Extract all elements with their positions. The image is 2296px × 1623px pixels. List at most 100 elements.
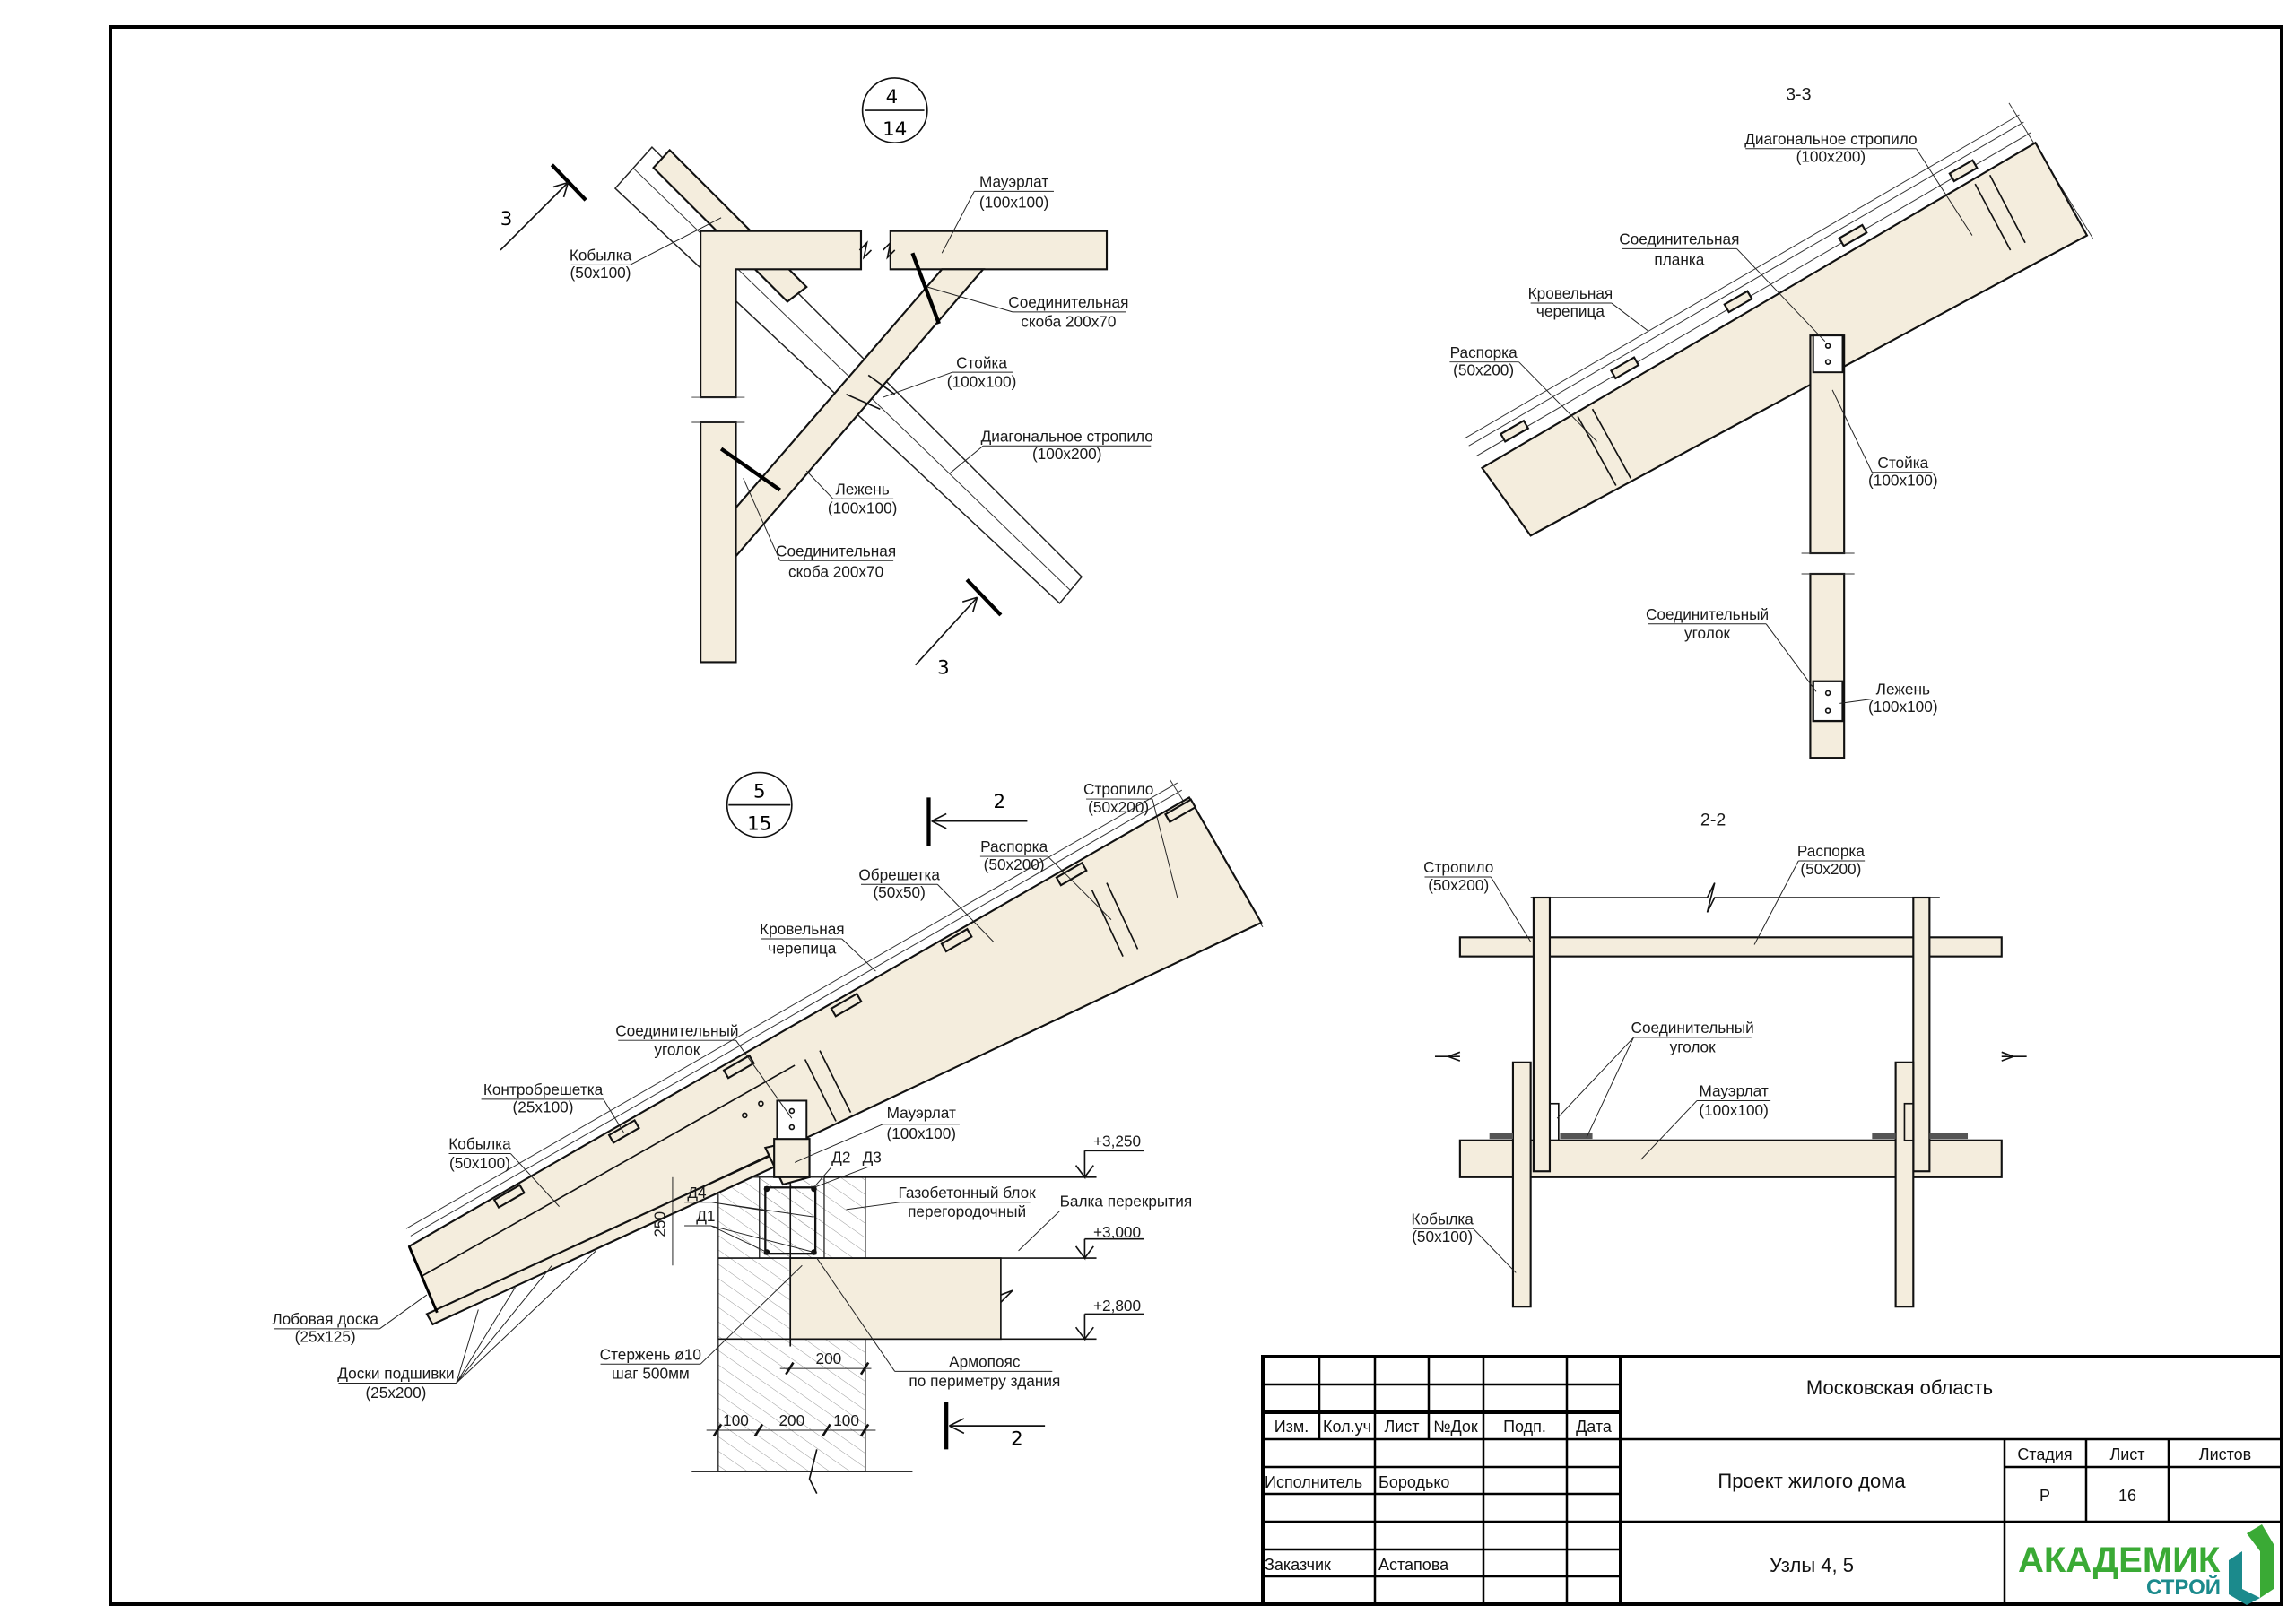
svg-text:Д4: Д4 bbox=[687, 1184, 707, 1202]
label-diagonal-rafter: Диагональное стропило (100х200) bbox=[949, 427, 1153, 474]
svg-text:(50х100): (50х100) bbox=[1412, 1228, 1473, 1245]
svg-text:Соединительная: Соединительная bbox=[1619, 230, 1739, 247]
svg-text:Стойка: Стойка bbox=[956, 353, 1007, 371]
logo-shape bbox=[2247, 1524, 2274, 1598]
svg-text:(25х125): (25х125) bbox=[295, 1328, 356, 1346]
svg-text:Мауэрлат: Мауэрлат bbox=[1699, 1082, 1768, 1100]
customer-name: Астапова bbox=[1378, 1556, 1449, 1574]
svg-text:250: 250 bbox=[651, 1211, 669, 1237]
section-2-2: 2-2 Стропило (50х200) bbox=[1411, 811, 2027, 1308]
level-3250: +3,250 bbox=[1093, 1132, 1141, 1150]
label-mauerlat: Мауэрлат (100х100) bbox=[794, 1104, 960, 1163]
svg-text:Кобылка: Кобылка bbox=[1411, 1210, 1474, 1228]
svg-text:уголок: уголок bbox=[654, 1041, 700, 1059]
svg-text:черепица: черепица bbox=[768, 939, 837, 957]
label-connecting-angle: Соединительный уголок bbox=[1646, 605, 1817, 692]
label-lezhen: Лежень (100х100) bbox=[805, 470, 897, 517]
bracket bbox=[719, 447, 781, 492]
svg-text:Мауэрлат: Мауэрлат bbox=[887, 1104, 956, 1122]
label-kobylka: Кобылка (50х100) bbox=[570, 217, 722, 282]
svg-text:Кол.уч: Кол.уч bbox=[1323, 1418, 1371, 1436]
svg-text:Диагональное стропило: Диагональное стропило bbox=[1744, 130, 1917, 148]
mauerlat-segment bbox=[700, 421, 737, 664]
svg-text:100: 100 bbox=[723, 1411, 749, 1429]
section-label: 3 bbox=[937, 657, 950, 680]
svg-text:Доски подшивки: Доски подшивки bbox=[337, 1365, 454, 1383]
svg-text:Обрешетка: Обрешетка bbox=[858, 865, 940, 883]
svg-text:100: 100 bbox=[833, 1411, 859, 1429]
label-soffit-boards: Доски подшивки (25х200) bbox=[337, 1250, 596, 1402]
svg-text:Стержень ø10: Стержень ø10 bbox=[600, 1345, 701, 1363]
stoyka bbox=[1809, 572, 1846, 759]
fascia-board bbox=[407, 1245, 439, 1314]
svg-text:уголок: уголок bbox=[1684, 624, 1731, 642]
section-label: 2 bbox=[993, 791, 1005, 813]
lezhen-section bbox=[1812, 680, 1844, 723]
sheet-ref: 14 bbox=[883, 118, 907, 141]
svg-text:перегородочный: перегородочный bbox=[908, 1202, 1026, 1220]
svg-text:(25х100): (25х100) bbox=[513, 1098, 574, 1116]
performer-label: Исполнитель bbox=[1265, 1473, 1362, 1491]
svg-text:Лежень: Лежень bbox=[835, 480, 889, 498]
sheet-label: Лист bbox=[2109, 1445, 2144, 1463]
svg-text:Соединительная: Соединительная bbox=[1008, 293, 1128, 311]
svg-text:(100х100): (100х100) bbox=[947, 373, 1017, 391]
label-roof-tile: Кровельная черепица bbox=[1528, 284, 1649, 332]
svg-text:Дата: Дата bbox=[1576, 1418, 1613, 1436]
sheet-frame bbox=[109, 25, 2283, 1606]
label-stoyka: Стойка (100х100) bbox=[883, 353, 1017, 398]
section-label: 3 bbox=[500, 208, 513, 230]
logo-text-main: АКАДЕМИК bbox=[2018, 1541, 2221, 1580]
svg-text:200: 200 bbox=[816, 1350, 842, 1367]
svg-text:(100х100): (100х100) bbox=[1868, 472, 1938, 490]
svg-text:черепица: черепица bbox=[1536, 302, 1605, 320]
logo-shape bbox=[2229, 1551, 2260, 1605]
label-rafter: Стропило (50х200) bbox=[1083, 780, 1178, 898]
label-armopoyas: Армопояс по периметру здания bbox=[816, 1257, 1060, 1390]
svg-text:Изм.: Изм. bbox=[1274, 1418, 1309, 1436]
region: Московская область bbox=[1806, 1376, 1993, 1399]
sheet-ref: 15 bbox=[747, 813, 771, 836]
svg-text:Распорка: Распорка bbox=[1450, 343, 1518, 361]
svg-text:(50х200): (50х200) bbox=[984, 855, 1045, 873]
svg-text:Соединительная: Соединительная bbox=[776, 542, 896, 560]
svg-text:Диагональное стропило: Диагональное стропило bbox=[981, 427, 1153, 445]
svg-text:(100х200): (100х200) bbox=[1032, 445, 1102, 463]
svg-text:Соединительный: Соединительный bbox=[1631, 1019, 1754, 1037]
svg-text:Стропило: Стропило bbox=[1423, 858, 1493, 876]
svg-text:Контробрешетка: Контробрешетка bbox=[483, 1081, 604, 1098]
svg-text:Лист: Лист bbox=[1384, 1418, 1419, 1436]
label-floor-beam: Балка перекрытия bbox=[1018, 1193, 1193, 1252]
node-5-section: 5 15 2 2 +3,250 bbox=[272, 771, 1264, 1494]
company-logo: АКАДЕМИК СТРОЙ bbox=[2018, 1524, 2274, 1605]
section-mark-3 bbox=[965, 578, 1003, 617]
svg-text:(50х200): (50х200) bbox=[1088, 798, 1149, 816]
svg-text:скоба 200х70: скоба 200х70 bbox=[788, 562, 883, 580]
label-rasporka: Распорка (50х200) bbox=[1449, 343, 1597, 442]
stage-value: Р bbox=[2039, 1487, 2050, 1505]
kobylka bbox=[1511, 1061, 1532, 1308]
svg-text:(100х200): (100х200) bbox=[1796, 148, 1866, 166]
rafter bbox=[1532, 896, 1552, 1173]
svg-text:(50х100): (50х100) bbox=[449, 1154, 510, 1172]
label-kontrobreshetka: Контробрешетка (25х100) bbox=[481, 1081, 625, 1133]
kobylka bbox=[1894, 1061, 1915, 1308]
section-mark-3 bbox=[550, 163, 587, 202]
label-fascia-board: Лобовая доска (25х125) bbox=[272, 1294, 428, 1346]
svg-text:Соединительный: Соединительный bbox=[615, 1021, 738, 1039]
label-diagonal-rafter: Диагональное стропило (100х200) bbox=[1744, 130, 1973, 236]
node-4-plan: 4 14 3 bbox=[500, 77, 1153, 680]
svg-text:Кровельная: Кровельная bbox=[760, 920, 845, 938]
sheet-title: Узлы 4, 5 bbox=[1770, 1554, 1854, 1576]
label-skoba-bottom: Соединительная скоба 200х70 bbox=[743, 478, 896, 580]
label-stoyka: Стойка (100х100) bbox=[1831, 389, 1938, 490]
bracket bbox=[910, 252, 941, 325]
node-number: 4 bbox=[886, 86, 899, 108]
svg-text:Кровельная: Кровельная bbox=[1528, 284, 1613, 302]
label-connecting-angle: Соединительный уголок bbox=[1556, 1019, 1754, 1138]
svg-text:Стропило: Стропило bbox=[1083, 780, 1153, 798]
node-number: 5 bbox=[753, 780, 766, 803]
performer-name: Бородько bbox=[1378, 1473, 1449, 1491]
svg-text:(100х100): (100х100) bbox=[1699, 1101, 1769, 1119]
customer-label: Заказчик bbox=[1265, 1556, 1331, 1574]
